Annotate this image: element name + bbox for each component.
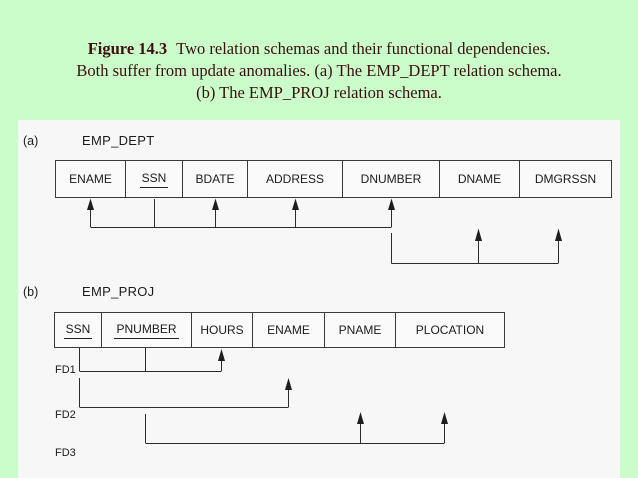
attr-cell-ename-a: ENAME — [56, 161, 126, 197]
attr-label-ssn-a: SSN — [139, 171, 169, 188]
attr-cell-pname: PNAME — [325, 313, 396, 347]
attr-cell-dnumber: DNUMBER — [343, 161, 440, 197]
fd3-label: FD3 — [55, 447, 76, 459]
attr-cell-dname: DNAME — [440, 161, 520, 197]
attr-cell-bdate: BDATE — [183, 161, 248, 197]
attr-label-dname: DNAME — [457, 172, 502, 186]
caption-line-1: Figure 14.3 Two relation schemas and thei… — [0, 38, 638, 60]
attr-cell-plocation: PLOCATION — [396, 313, 504, 347]
attr-label-plocation: PLOCATION — [415, 323, 485, 337]
relation-name-emp-proj: EMP_PROJ — [82, 284, 155, 299]
attr-label-pnumber: PNUMBER — [114, 322, 179, 339]
attr-label-pname: PNAME — [338, 323, 382, 337]
attr-cell-address: ADDRESS — [248, 161, 343, 197]
caption-line-2: Both suffer from update anomalies. (a) T… — [76, 61, 562, 80]
attr-label-address: ADDRESS — [265, 172, 324, 186]
figure-number: Figure 14.3 — [87, 39, 168, 58]
caption-line-1-text: Two relation schemas and their functiona… — [176, 39, 551, 58]
relation-name-emp-dept: EMP_DEPT — [82, 133, 155, 148]
caption-line-3: (b) The EMP_PROJ relation schema. — [196, 83, 442, 102]
attr-label-hours: HOURS — [200, 323, 244, 337]
attr-label-ename-b: ENAME — [267, 323, 310, 337]
attr-label-ssn-b: SSN — [63, 322, 93, 339]
attr-cell-ssn-b: SSN — [55, 313, 102, 347]
attr-label-dmgrssn: DMGRSSN — [534, 172, 597, 186]
fd2-label: FD2 — [55, 409, 76, 421]
attr-cell-ssn-a: SSN — [126, 161, 183, 197]
figure-caption: Figure 14.3 Two relation schemas and thei… — [0, 38, 638, 104]
attr-cell-pnumber: PNUMBER — [102, 313, 192, 347]
attr-cell-hours: HOURS — [192, 313, 253, 347]
attr-cell-dmgrssn: DMGRSSN — [520, 161, 611, 197]
diagram-b-label: (b) — [23, 285, 39, 299]
attr-cell-ename-b: ENAME — [253, 313, 325, 347]
attr-label-dnumber: DNUMBER — [360, 172, 422, 186]
relation-table-emp-proj: SSN PNUMBER HOURS ENAME PNAME PLOCATION — [54, 312, 505, 348]
fd1-label: FD1 — [55, 364, 76, 376]
attr-label-ename-a: ENAME — [69, 172, 112, 186]
attr-label-bdate: BDATE — [195, 172, 235, 186]
relation-table-emp-dept: ENAME SSN BDATE ADDRESS DNUMBER DNAME DM… — [55, 160, 612, 198]
diagram-a-label: (a) — [23, 134, 39, 148]
